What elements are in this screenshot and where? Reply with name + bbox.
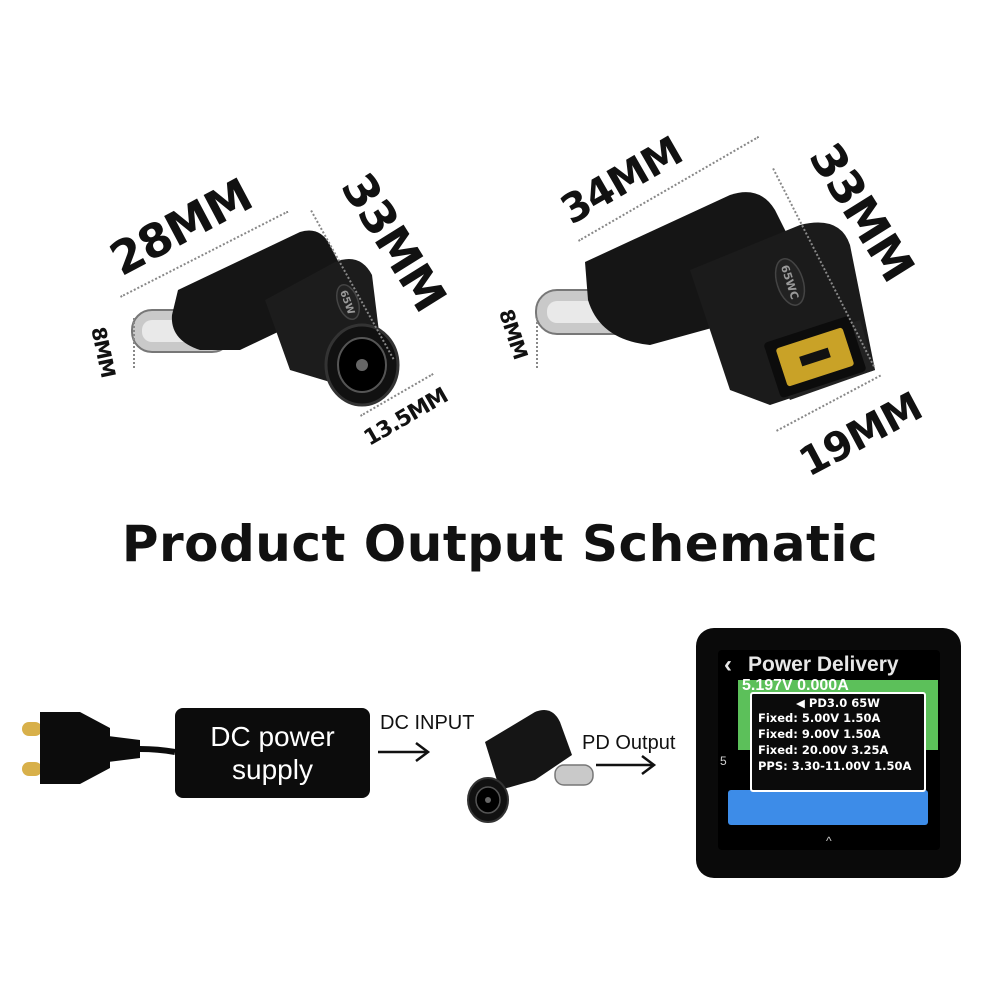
- page-title: Product Output Schematic: [121, 515, 879, 573]
- pdo-row: Fixed: 20.00V 3.25A: [758, 743, 889, 757]
- pdo-row: Fixed: 9.00V 1.50A: [758, 727, 881, 741]
- selected-bar: [728, 790, 928, 825]
- flow-arrow-2: [596, 755, 657, 775]
- supply-label-line2: supply: [232, 754, 313, 785]
- right-adapter-body: [585, 192, 875, 405]
- dc-input-label: DC INPUT: [380, 712, 475, 734]
- flow-adapter-illustration: [467, 709, 594, 823]
- dc-power-supply-box: DC power supply: [175, 708, 370, 798]
- flow-arrow-1: [378, 742, 431, 762]
- power-plug-illustration: [22, 712, 176, 784]
- back-chevron-icon: ‹: [724, 651, 732, 678]
- speaker-icon: ◀: [796, 696, 805, 710]
- usb-tester-device: ‹ Power Delivery 5.197V 0.000A 5 ◀ PD3.0…: [696, 628, 961, 878]
- pdo-row: PPS: 3.30-11.00V 1.50A: [758, 759, 912, 773]
- pd-profile-popup: ◀ PD3.0 65W Fixed: 5.00V 1.50A Fixed: 9.…: [750, 692, 926, 792]
- popup-header: PD3.0 65W: [808, 696, 880, 710]
- dim-line-right-plug: [536, 318, 538, 368]
- caret-icon: ^: [826, 834, 832, 848]
- pdo-row: Fixed: 5.00V 1.50A: [758, 711, 881, 725]
- tester-screen: ‹ Power Delivery 5.197V 0.000A 5 ◀ PD3.0…: [718, 650, 940, 850]
- screen-header: Power Delivery: [748, 653, 899, 676]
- dim-line-left-plug: [133, 318, 135, 368]
- side-mark: 5: [720, 754, 727, 768]
- partial-reading: 5.197V 0.000A: [742, 677, 849, 694]
- pd-output-label: PD Output: [582, 732, 676, 754]
- supply-label-line1: DC power: [210, 721, 335, 752]
- left-adapter-body: [171, 230, 400, 407]
